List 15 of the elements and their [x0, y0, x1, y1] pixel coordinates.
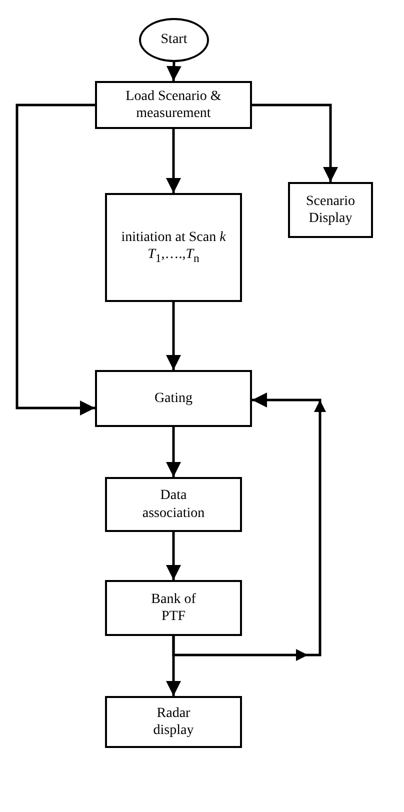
- node-label: Data association: [141, 487, 206, 522]
- process-box: [95, 81, 252, 129]
- node-label: Radar display: [152, 704, 195, 740]
- process-box: [105, 696, 242, 748]
- node-label: Start: [160, 31, 188, 49]
- process-box: [105, 193, 242, 302]
- process-box: [105, 477, 242, 532]
- node-label: Gating: [154, 390, 193, 408]
- node-label: initiation at Scan k T$_{1}$,….,T$_{n}$: [120, 228, 227, 266]
- node-label: Bank of PTF: [150, 590, 197, 626]
- node-label: Load Scenario & measurement: [124, 88, 222, 122]
- process-box: [288, 182, 373, 238]
- node-label: Scenario Display: [305, 192, 356, 228]
- process-box: [95, 370, 252, 427]
- process-box: [105, 580, 242, 636]
